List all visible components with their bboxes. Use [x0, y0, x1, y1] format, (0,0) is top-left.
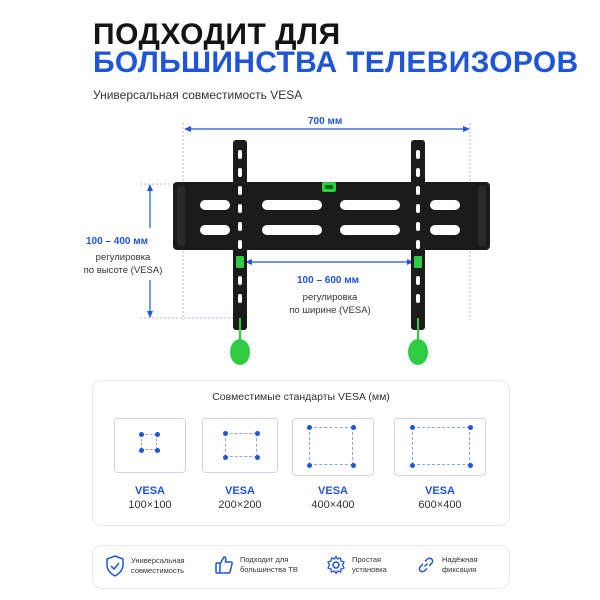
height-label: 100 – 400 мм: [86, 236, 149, 247]
vesa-item-200: VESA 200×200: [195, 418, 285, 511]
feature-most-tvs: Подходит для большинства ТВ: [214, 555, 298, 575]
inner-width-note: регулировка по ширине (VESA): [289, 292, 371, 316]
bracket-illustration: [140, 123, 490, 365]
chain-link-icon: [418, 557, 434, 573]
vesa-item-100: VESA 100×100: [105, 418, 195, 511]
inner-width-label: 100 – 600 мм: [297, 275, 360, 286]
gear-icon: [327, 555, 345, 575]
thumbs-up-icon: [215, 556, 233, 574]
right-safety-pull: [408, 339, 428, 365]
shield-check-icon: [106, 555, 124, 577]
right-vertical-arm: [411, 140, 425, 330]
tv-outline: [394, 418, 486, 476]
feature-easy-install: Простая установка: [326, 555, 387, 575]
wall-plate: [173, 182, 490, 250]
vesa-item-400: VESA 400×400: [283, 418, 383, 511]
feature-compatibility: Универсальная совместимость: [105, 555, 185, 577]
vesa-item-600: VESA 600×400: [386, 418, 494, 511]
width-label: 700 мм: [308, 116, 343, 127]
tv-outline: [202, 418, 278, 473]
title-line-2: БОЛЬШИНСТВА ТЕЛЕВИЗОРОВ: [93, 46, 579, 79]
tv-outline: [292, 418, 374, 476]
subtitle: Универсальная совместимость VESA: [93, 88, 303, 102]
left-vertical-arm: [233, 140, 247, 330]
title-line-1: ПОДХОДИТ ДЛЯ: [93, 18, 341, 51]
left-safety-pull: [230, 339, 250, 365]
vesa-standards-title: Совместимые стандарты VESA (мм): [212, 391, 390, 403]
feature-secure-fix: Надёжная фиксация: [416, 555, 478, 575]
tv-outline: [114, 418, 186, 473]
height-note: регулировка по высоте (VESA): [83, 252, 163, 276]
features-card: [92, 545, 510, 589]
